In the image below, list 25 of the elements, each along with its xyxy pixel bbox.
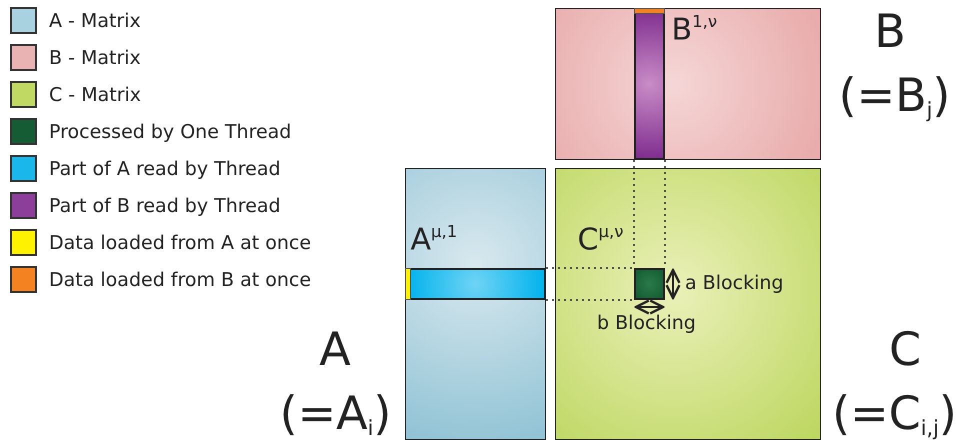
legend-label: Processed by One Thread xyxy=(49,120,292,142)
data-strip xyxy=(634,8,665,14)
legend-label: B - Matrix xyxy=(49,46,141,68)
dimension-label: b Blocking xyxy=(597,312,696,334)
data-strip xyxy=(405,268,411,300)
matrix-block-label: C$^{μ,ν}$ xyxy=(578,224,624,255)
legend-label: Part of B read by Thread xyxy=(49,194,281,216)
matrix-box xyxy=(405,168,546,440)
dimension-label: a Blocking xyxy=(685,272,784,294)
legend-label: Part of A read by Thread xyxy=(49,158,281,180)
matrix-block-label: B$^{1,ν}$ xyxy=(672,14,718,45)
matrix-block-label: A$^{μ,1}$ xyxy=(410,224,458,255)
legend-label: C - Matrix xyxy=(49,84,142,106)
legend-label: A - Matrix xyxy=(49,10,141,32)
matrix-name: (=C$_{i,j}$) xyxy=(831,386,958,442)
matrix-name: (=B$_{j}$) xyxy=(838,68,952,124)
matrix-box xyxy=(555,8,821,160)
matrix-name: A xyxy=(318,322,352,378)
matrix-box xyxy=(555,168,821,440)
matrix-name: C xyxy=(888,322,922,378)
legend-label: Data loaded from A at once xyxy=(49,232,312,254)
matrix-name: (=A$_{i}$) xyxy=(278,386,392,442)
matrix-name: B xyxy=(873,4,907,60)
projection-line xyxy=(545,267,635,301)
legend-label: Data loaded from B at once xyxy=(49,268,312,290)
